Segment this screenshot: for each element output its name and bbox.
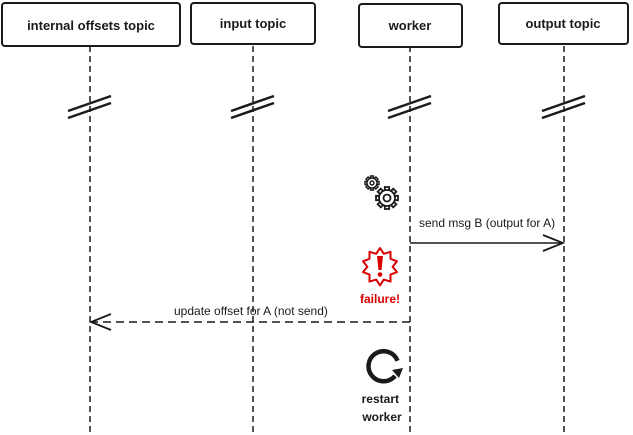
time-break-worker bbox=[387, 94, 432, 120]
time-break-output-topic bbox=[541, 94, 586, 120]
message-update-offset-label: update offset for A (not send) bbox=[174, 304, 328, 318]
restart-icon bbox=[366, 349, 403, 384]
participant-input-topic: input topic bbox=[190, 2, 316, 45]
message-send-label: send msg B (output for A) bbox=[419, 216, 555, 230]
restart-label-line2: worker bbox=[361, 410, 402, 424]
participant-worker: worker bbox=[358, 3, 463, 48]
gears-icon bbox=[364, 175, 399, 210]
participant-label: input topic bbox=[220, 16, 286, 31]
participant-label: internal offsets topic bbox=[27, 18, 155, 33]
restart-label-line1: restart bbox=[362, 392, 399, 406]
time-break-input-topic bbox=[230, 94, 275, 120]
participant-output-topic: output topic bbox=[498, 2, 629, 45]
failure-label: failure! bbox=[360, 292, 400, 306]
participant-label: output topic bbox=[525, 16, 600, 31]
time-break-internal-offsets-topic bbox=[67, 94, 112, 120]
participant-internal-offsets-topic: internal offsets topic bbox=[1, 2, 181, 47]
participant-label: worker bbox=[388, 18, 432, 33]
failure-burst-icon bbox=[362, 247, 398, 287]
restart-label: restart worker bbox=[361, 392, 402, 424]
message-send: send msg B (output for A) bbox=[410, 216, 563, 243]
message-update-offset: update offset for A (not send) bbox=[91, 304, 410, 322]
